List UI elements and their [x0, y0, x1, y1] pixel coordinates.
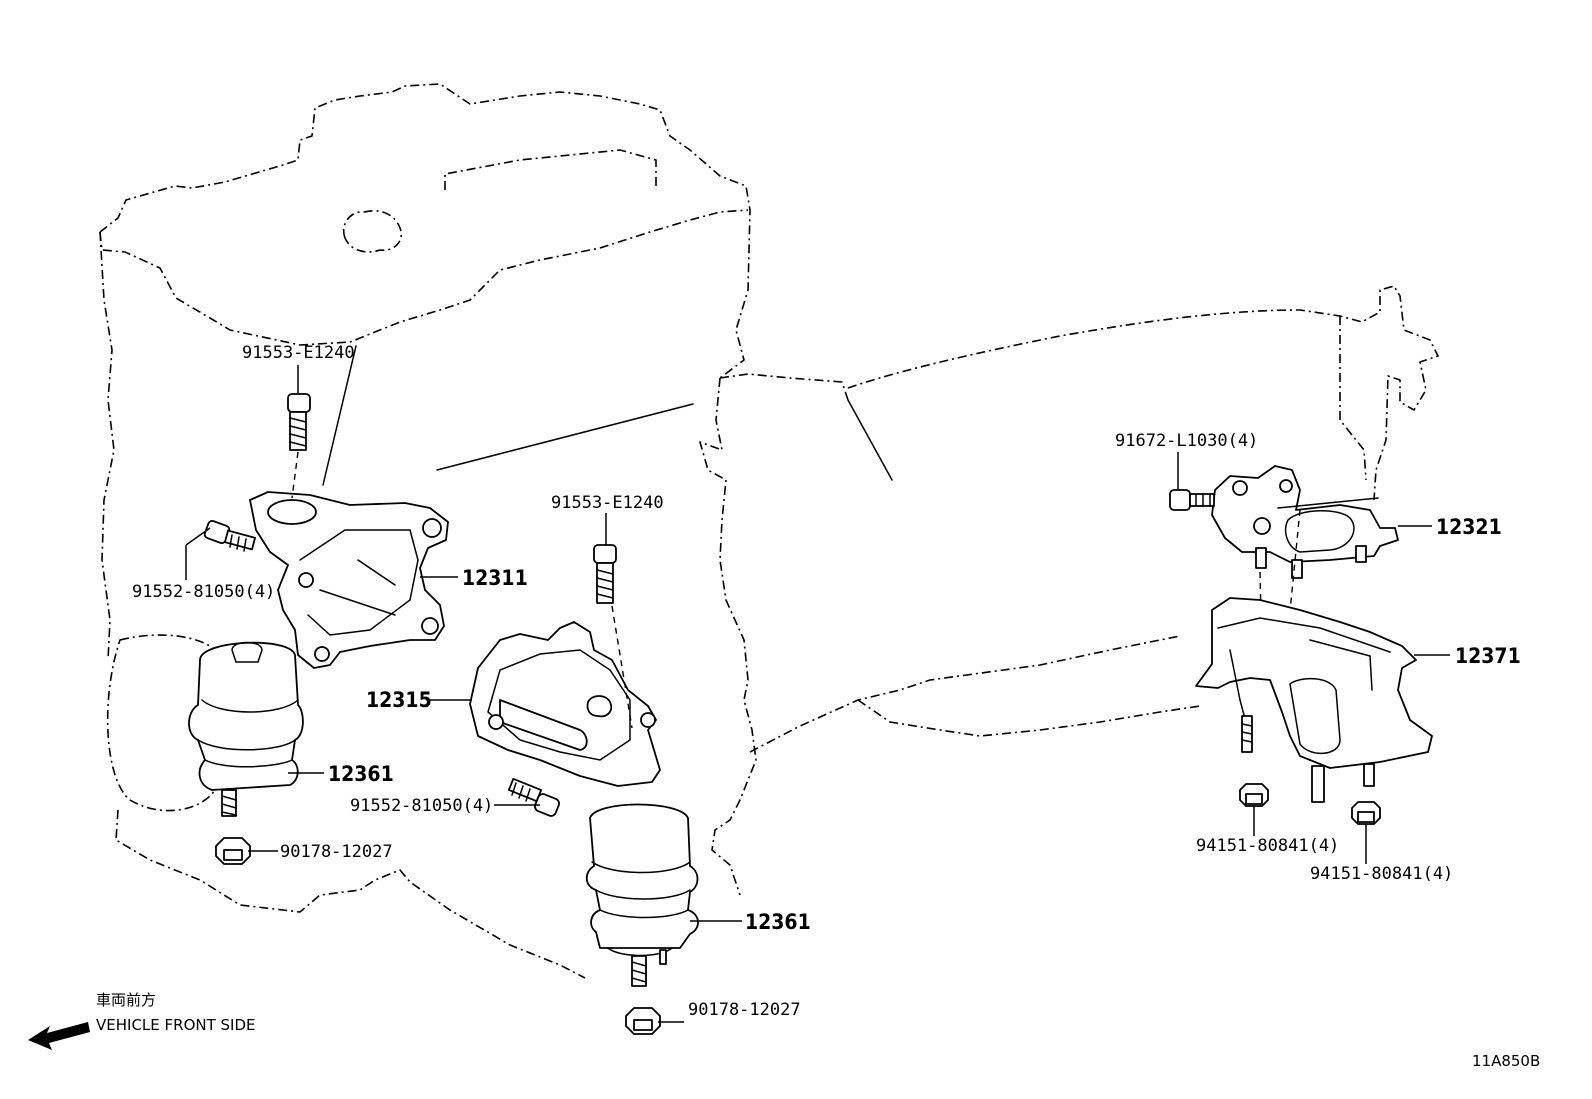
nut-rear-2-icon	[1351, 801, 1381, 825]
bracket-left-hole	[421, 617, 439, 635]
label-bracket-left: 12311	[462, 566, 528, 590]
direction-english: VEHICLE FRONT SIDE	[96, 1016, 256, 1034]
leader-lines	[185, 365, 1450, 1023]
bracket-rear-12321	[1211, 465, 1399, 663]
bolt-left-icon	[203, 520, 256, 552]
label-bolt-top-left: 91553-E1240	[242, 343, 355, 363]
bracket-rear-hole	[1279, 479, 1293, 493]
label-nut-rear-1: 94151-80841(4)	[1196, 836, 1339, 856]
bracket-rear-hole	[1253, 517, 1271, 535]
engine-ghost-outline	[99, 83, 1439, 979]
bracket-left-hole	[314, 646, 330, 662]
label-insulator-left: 12361	[328, 762, 394, 786]
label-bracket-rear: 12321	[1436, 515, 1502, 539]
label-member-rear: 12371	[1455, 644, 1521, 668]
engine-body-lines	[322, 345, 893, 486]
label-nut-rear-2: 94151-80841(4)	[1310, 864, 1453, 884]
label-nut-left: 90178-12027	[280, 842, 393, 862]
bracket-center-hole	[488, 714, 504, 730]
bracket-left-hole	[298, 572, 314, 588]
bolt-top-left-icon	[287, 393, 311, 499]
label-bolt-right: 91672-L1030(4)	[1115, 431, 1258, 451]
diagram-code: 11A850B	[1472, 1052, 1540, 1070]
bolt-center-top-icon	[593, 544, 617, 604]
label-bracket-center: 12315	[366, 688, 432, 712]
bolt-right-icon	[1169, 489, 1215, 511]
front-arrow-icon	[28, 1022, 90, 1050]
vehicle-front-indicator: 車両前方 VEHICLE FRONT SIDE	[28, 991, 256, 1050]
nut-center-icon	[625, 1007, 661, 1035]
member-rear-12371	[1195, 597, 1433, 803]
bracket-center-12315	[469, 605, 661, 787]
insulator-left-12361	[188, 641, 304, 817]
nut-rear-1-icon	[1239, 783, 1269, 807]
insulator-center-12361	[585, 803, 699, 987]
bracket-rear-hole	[1232, 480, 1248, 496]
label-bolt-center-top: 91553-E1240	[551, 493, 664, 513]
bracket-left-hole	[422, 518, 442, 538]
label-bolt-left: 91552-81050(4)	[132, 582, 275, 602]
label-nut-center: 90178-12027	[688, 1000, 801, 1020]
bracket-left-12311	[249, 491, 449, 669]
bracket-center-hole	[640, 712, 656, 728]
direction-japanese: 車両前方	[96, 991, 156, 1009]
nut-left-icon	[215, 837, 251, 865]
bracket-left-boss	[267, 499, 317, 525]
label-insulator-center: 12361	[745, 910, 811, 934]
label-bolt-center: 91552-81050(4)	[350, 796, 493, 816]
crank-pulley-ghost	[106, 634, 216, 812]
bolt-center-icon	[507, 777, 560, 817]
